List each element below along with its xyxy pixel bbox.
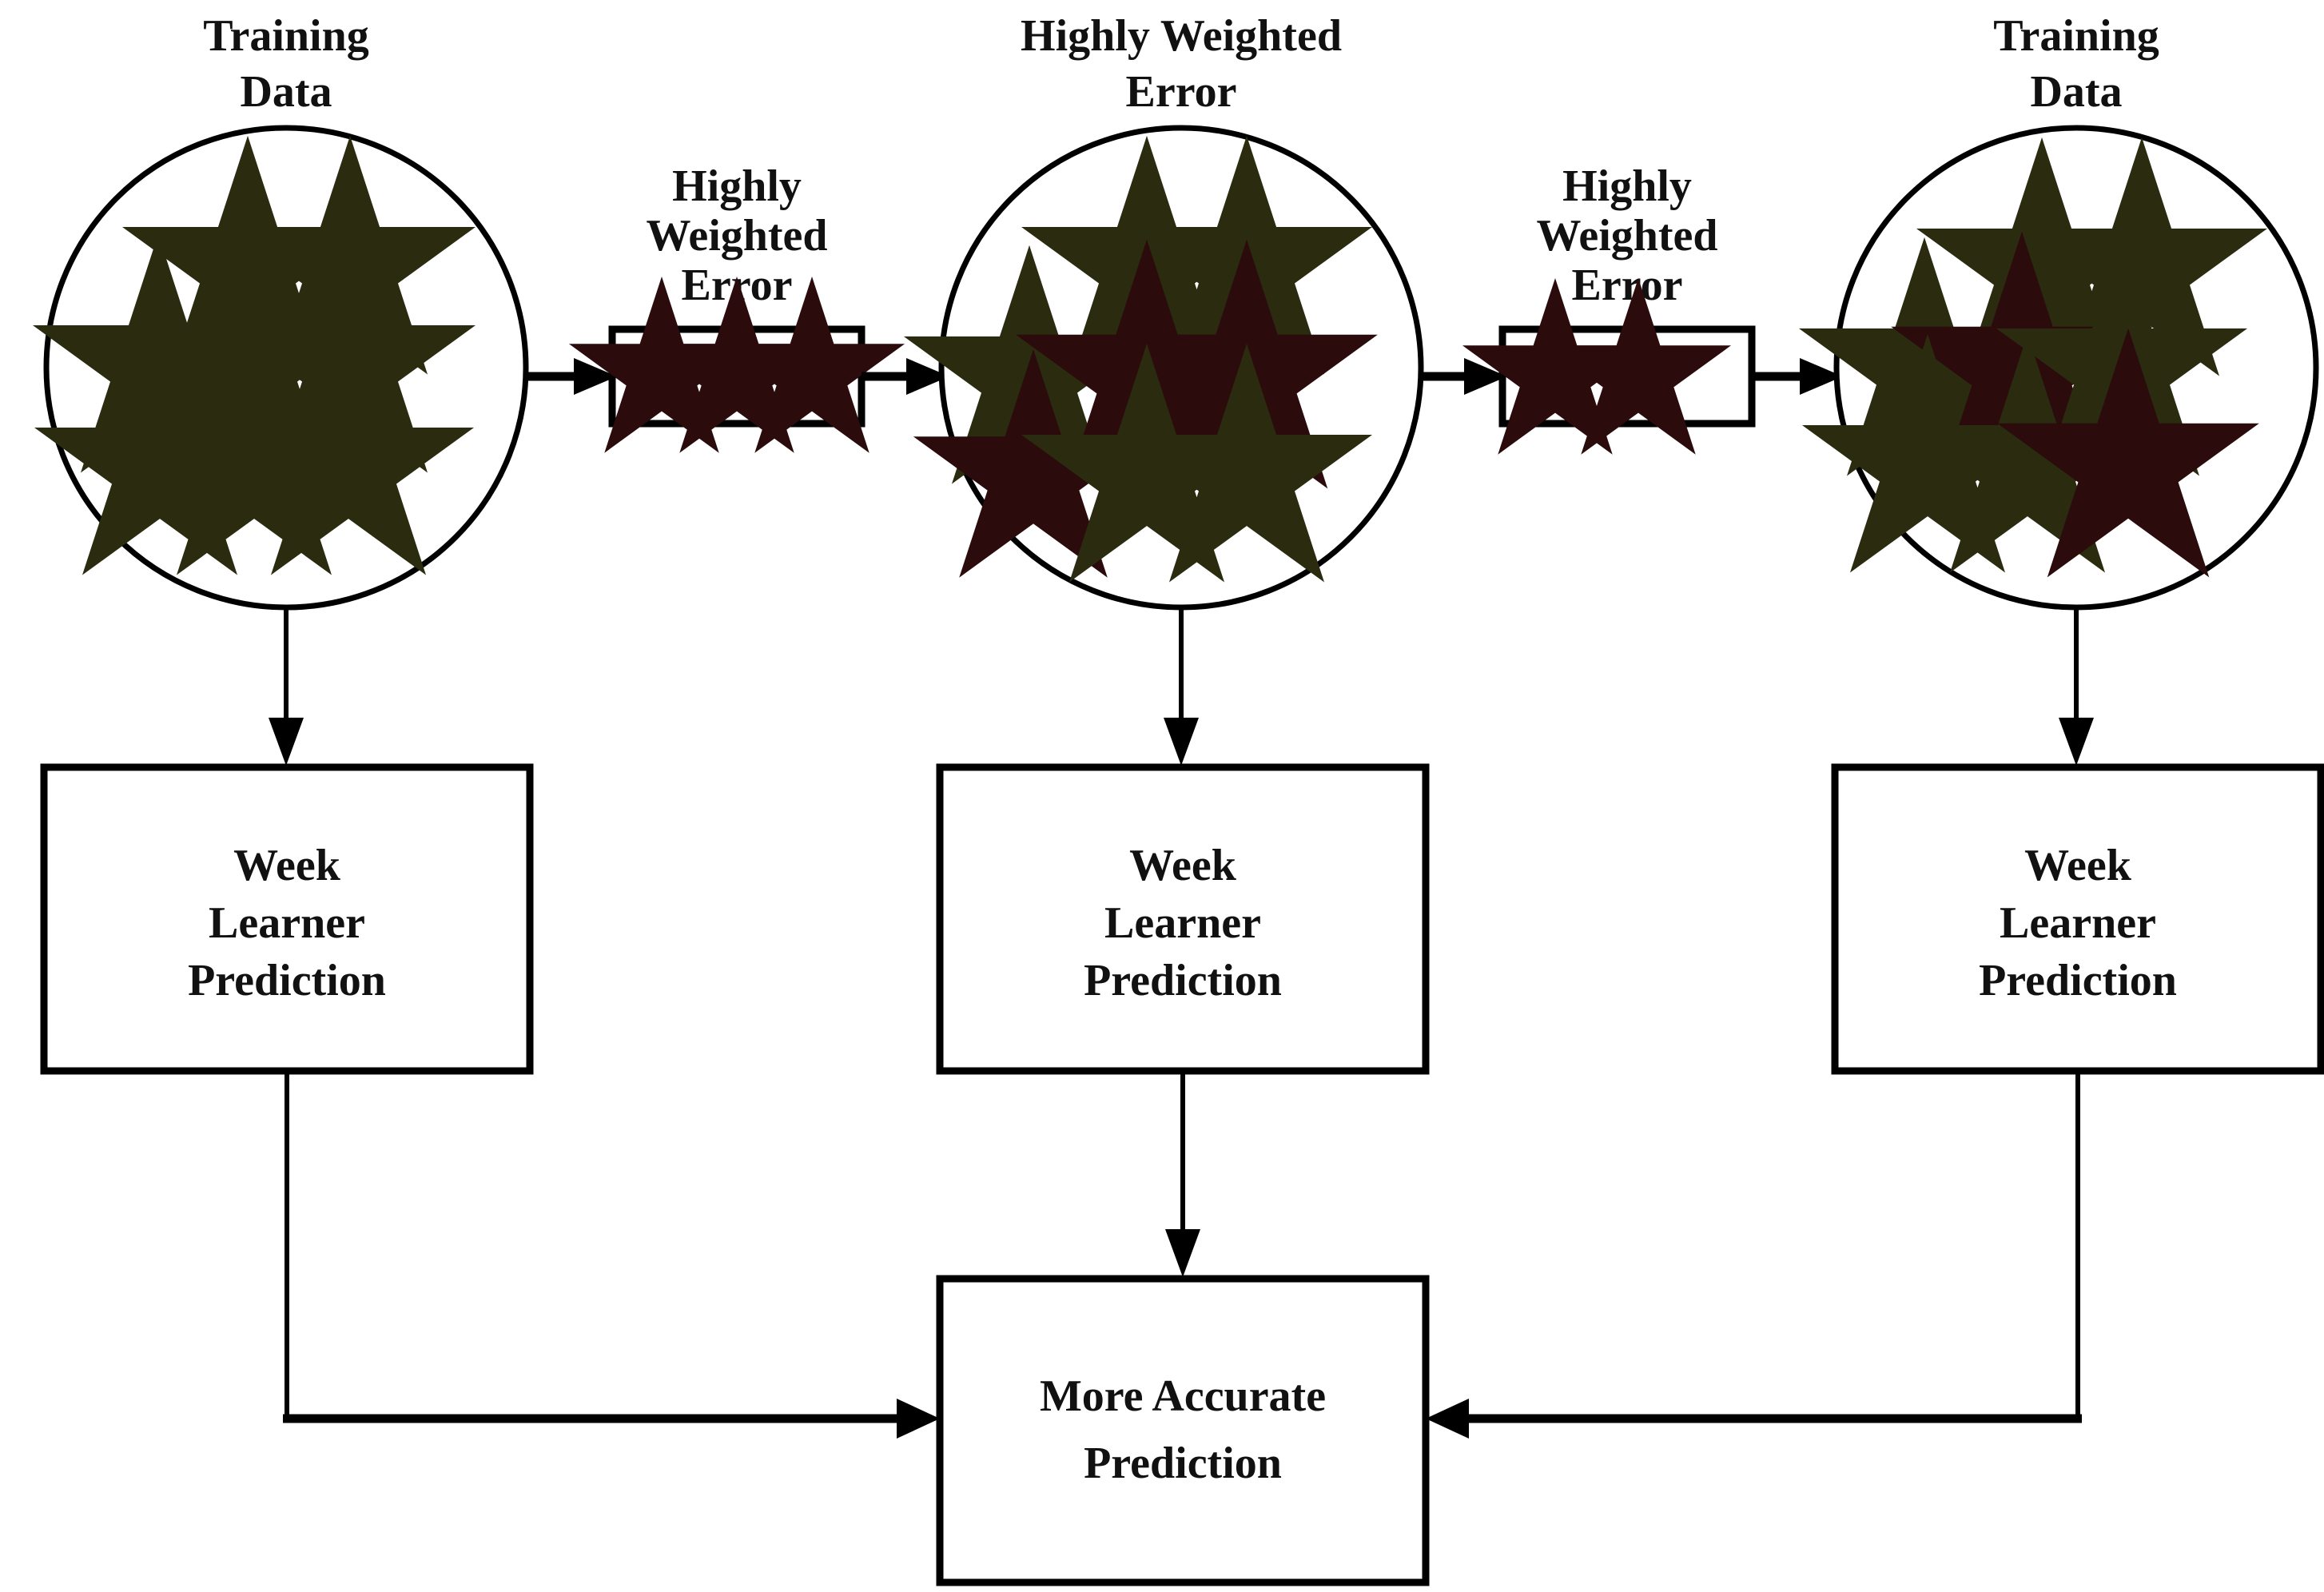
- green-star-icon: [1212, 439, 1282, 505]
- stage-2-title-line-2: Error: [1126, 67, 1237, 117]
- arrow-left-icon: [1426, 1399, 1469, 1439]
- red-star-icon: [786, 347, 838, 396]
- stage-1-title-line-1: Training: [203, 11, 368, 61]
- weak-learner-1-line-2: Learner: [209, 898, 365, 948]
- arrow-down-icon: [2059, 718, 2094, 766]
- arrow-right-icon: [897, 1399, 940, 1439]
- stage-1-title-line-2: Data: [240, 67, 332, 117]
- arrow-down-icon: [1165, 1229, 1200, 1277]
- arrow-right-icon: [1800, 358, 1843, 395]
- arrow-right-icon: [906, 358, 949, 395]
- weak-learner-2-line-1: Week: [1129, 841, 1237, 890]
- stage-3-group: Training Data Week Learner Prediction: [1831, 11, 2324, 1075]
- stage-3-title-line-2: Data: [2030, 67, 2122, 117]
- red-star-icon: [1613, 348, 1665, 398]
- stage-1-group: Training Data Week Learner Prediction: [40, 11, 534, 1075]
- weak-learner-box-2[interactable]: [936, 763, 1430, 1075]
- stage-2-title-line-1: Highly Weighted: [1021, 11, 1342, 61]
- weak-learner-box-1[interactable]: [40, 763, 534, 1075]
- error-box-2-title-line-1: Highly: [1562, 161, 1692, 211]
- final-node-line-1: More Accurate: [1040, 1371, 1326, 1421]
- weak-learner-1-line-3: Prediction: [188, 956, 386, 1005]
- arrow-down-icon: [1164, 718, 1199, 766]
- weak-learner-2-line-3: Prediction: [1084, 956, 1282, 1005]
- arrow-down-icon: [269, 718, 304, 766]
- error-box-2-title-line-3: Error: [1572, 261, 1683, 310]
- error-box-2-group: Highly Weighted Error: [1421, 161, 1843, 428]
- green-star-icon: [313, 432, 384, 498]
- final-node-line-2: Prediction: [1084, 1439, 1282, 1488]
- red-star-icon: [2091, 428, 2164, 497]
- error-box-1-title-line-3: Error: [682, 261, 793, 310]
- error-box-1-title-line-2: Weighted: [646, 211, 827, 261]
- error-box-1-group: Highly Weighted Error: [527, 161, 949, 428]
- error-box-2-title-line-2: Weighted: [1536, 211, 1717, 261]
- weak-learner-3-line-1: Week: [2024, 841, 2132, 890]
- stage-2-group: Highly Weighted Error Week Learner Predi…: [936, 11, 1430, 1075]
- weak-learner-3-line-2: Learner: [2000, 898, 2156, 948]
- more-accurate-prediction-box[interactable]: [936, 1275, 1430, 1586]
- stage-3-title-line-1: Training: [1993, 11, 2159, 61]
- arrow-right-icon: [574, 358, 617, 395]
- error-box-1-title-line-1: Highly: [672, 161, 802, 211]
- weak-learner-1-line-1: Week: [233, 841, 341, 890]
- weak-learner-2-line-2: Learner: [1104, 898, 1261, 948]
- final-connectors-group: More Accurate Prediction: [283, 1071, 2082, 1586]
- arrow-right-icon: [1464, 358, 1507, 395]
- weak-learner-3-line-3: Prediction: [1979, 956, 2177, 1005]
